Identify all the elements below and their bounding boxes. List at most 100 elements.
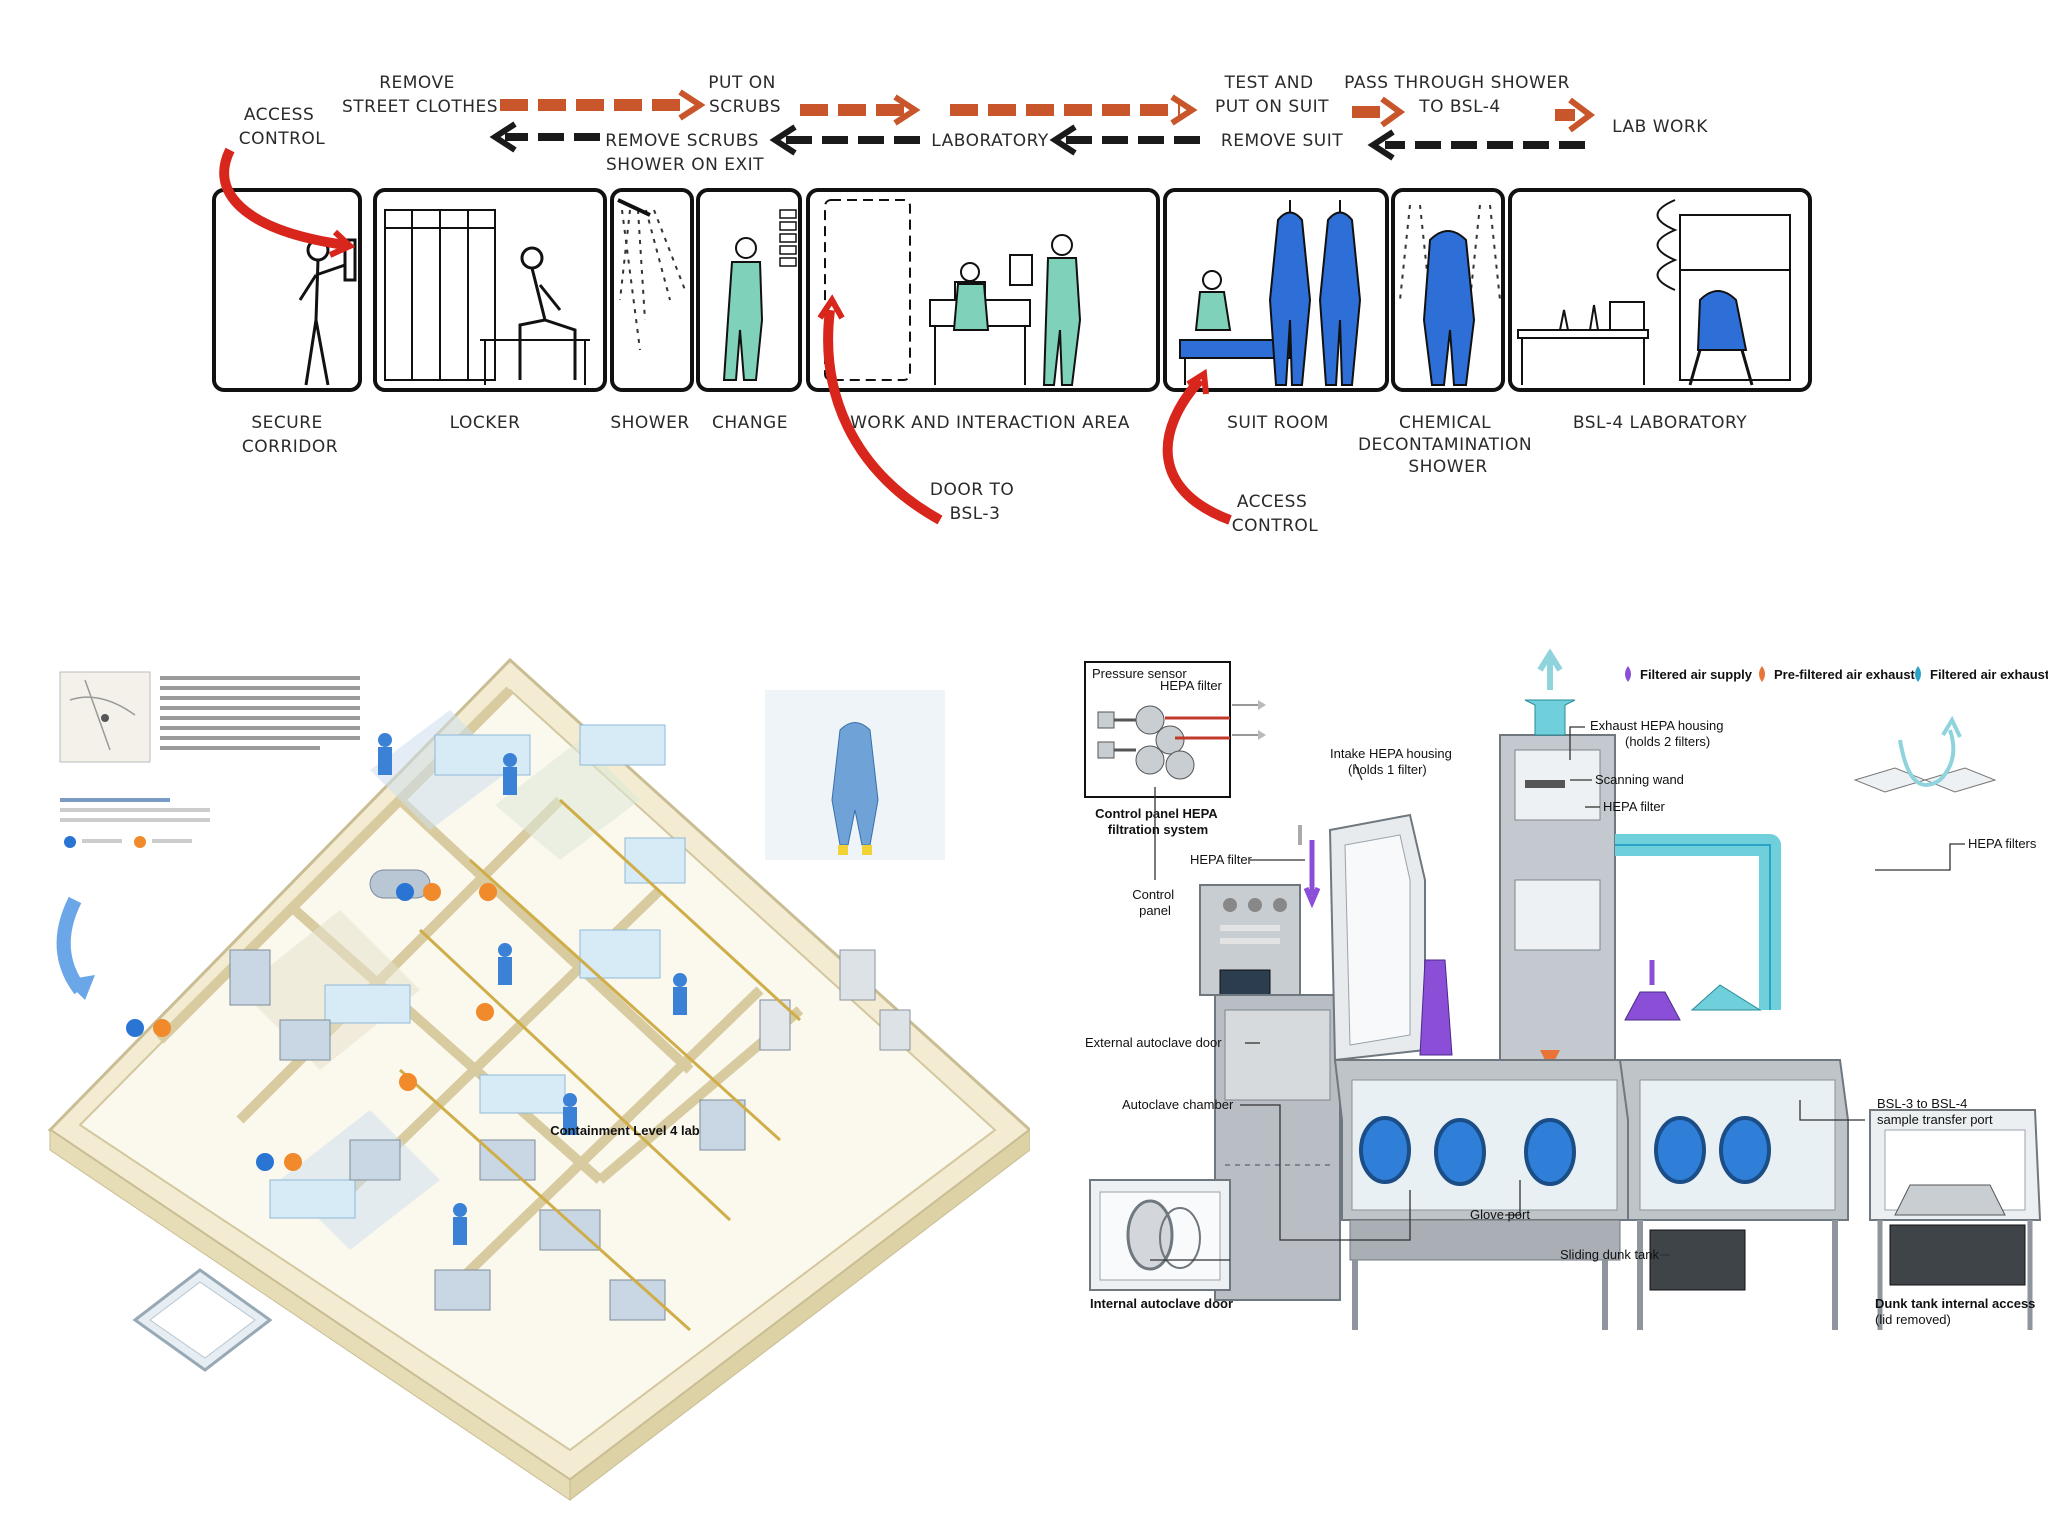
level4-lab-isometric-plan: Containment Level 4 lab — [40, 620, 1033, 1520]
figure-suit-tech — [1179, 270, 1291, 385]
label-remove-scrubs: REMOVE SCRUBS SHOWER ON EXIT — [605, 131, 765, 175]
red-arrow-access-bottom — [1162, 376, 1232, 525]
lab-bench — [1517, 301, 1649, 385]
room-frames — [212, 188, 1812, 392]
label-hepa-filters: HEPA filters — [1968, 836, 2037, 851]
showerhead-icon — [617, 198, 651, 217]
intake-hepa-housing — [1298, 813, 1453, 1062]
legend-orange-dot — [134, 836, 146, 848]
label-glove-port: Glove port — [1470, 1207, 1530, 1222]
locator-map — [59, 671, 151, 763]
shower-spray — [619, 209, 686, 351]
glove-ports-right — [1654, 1116, 1771, 1184]
label-test-put-on-suit: TEST AND PUT ON SUIT — [1215, 73, 1329, 117]
storyboard-sketch: REMOVE STREET CLOTHES PUT ON SCRUBS TEST… — [212, 73, 1812, 536]
plan-title: Containment Level 4 lab — [550, 1123, 700, 1138]
transfer-port-inset — [1869, 1109, 2042, 1330]
glovebox-left — [1333, 1059, 1631, 1330]
room-label-locker: LOCKER — [450, 413, 521, 433]
legend-label-filtered-exhaust: Filtered air exhaust — [1930, 667, 2048, 682]
label-laboratory: LABORATORY — [931, 131, 1049, 151]
room-label-suit-room: SUIT ROOM — [1227, 413, 1329, 433]
label-pass-through-shower: PASS THROUGH SHOWER TO BSL-4 — [1344, 73, 1576, 117]
scanning-wand — [1525, 780, 1565, 788]
bsl4-entry-storyboard: REMOVE STREET CLOTHES PUT ON SCRUBS TEST… — [0, 0, 2048, 570]
figure-scrubs-seated — [952, 262, 990, 331]
label-access-control-bottom: ACCESS CONTROL — [1232, 492, 1319, 536]
hanging-blue-suits — [1268, 200, 1362, 386]
suit-inset — [765, 690, 945, 860]
orange-arrow-5 — [1555, 97, 1595, 133]
room-secure-corridor — [212, 188, 362, 392]
glovebox-right — [1618, 1059, 1849, 1330]
filtered-exhaust-icon — [1915, 666, 1921, 682]
flow-arrows-bottom — [489, 121, 1585, 161]
room-locker — [373, 188, 607, 392]
room-label-work-area: WORK AND INTERACTION AREA — [850, 413, 1130, 433]
biosafety-cabinet — [1656, 199, 1791, 381]
filtered-exhaust-pipe — [1615, 834, 1781, 1021]
figure-scrubs-change — [722, 209, 797, 381]
label-hepa-filter-right: HEPA filter — [1603, 799, 1666, 814]
orange-arrow-4 — [1352, 96, 1406, 128]
room-label-decon-shower: CHEMICAL DECONTAMINATION SHOWER — [1358, 413, 1538, 477]
legend-label-prefiltered: Pre-filtered air exhaust — [1774, 667, 1916, 682]
label-internal-autoclave-door: Internal autoclave door — [1090, 1296, 1233, 1311]
room-label-bsl4-lab: BSL-4 LABORATORY — [1573, 413, 1747, 433]
glovebox-line-diagram: Filtered air supply Pre-filtered air exh… — [1080, 640, 2048, 1340]
orange-arrow-2 — [800, 94, 921, 126]
building-slab — [47, 657, 1033, 1502]
orange-arrow-3 — [950, 94, 1198, 126]
label-remove-suit: REMOVE SUIT — [1221, 131, 1343, 151]
clothing-dots — [126, 883, 497, 1171]
label-dunk-tank-access: Dunk tank internal access — [1875, 1296, 2035, 1311]
inset-label-hepa-filter: HEPA filter — [1160, 678, 1223, 693]
red-arrow-door-bsl3 — [823, 309, 943, 525]
pre-filtered-exhaust-icon — [1759, 666, 1765, 682]
label-lab-work: LAB WORK — [1612, 117, 1708, 137]
glove-ports-left — [1359, 1116, 1576, 1186]
room-label-shower: SHOWER — [610, 413, 689, 433]
label-intake-hepa: Intake HEPA housing (holds 1 filter) — [1330, 746, 1456, 777]
door-bsl3-outline — [824, 199, 911, 381]
black-arrow-2 — [769, 124, 920, 156]
legend-blue-dot — [64, 836, 76, 848]
flow-arrows-top — [500, 89, 1595, 133]
label-remove-street-clothes: REMOVE STREET CLOTHES — [342, 73, 498, 117]
info-text-block — [160, 676, 360, 750]
suit-air-piping — [398, 798, 802, 1332]
equipment-blocks — [229, 869, 791, 1321]
label-door-to-bsl3: DOOR TO BSL-3 — [930, 480, 1020, 524]
black-arrow-1 — [489, 121, 600, 153]
room-label-secure-corridor: SECURE CORRIDOR — [242, 413, 338, 457]
label-dunk-tank-lid: (lid removed) — [1875, 1312, 1951, 1327]
isometric-plan-illustration: Containment Level 4 lab — [47, 657, 1033, 1502]
figure-locker-person — [480, 246, 590, 385]
inset-caption: Control panel HEPA filtration system — [1095, 806, 1221, 837]
label-sliding-dunk-tank: Sliding dunk tank — [1560, 1247, 1660, 1262]
filtered-air-supply-icon — [1625, 666, 1631, 682]
label-external-autoclave-door: External autoclave door — [1085, 1035, 1222, 1050]
autoclave-tower — [1199, 884, 1341, 1301]
exhaust-ducts — [839, 949, 911, 1051]
suited-workers — [378, 733, 687, 1245]
black-arrow-3 — [1049, 124, 1200, 156]
figure-bsl4-worker — [1688, 290, 1754, 386]
label-autoclave-chamber: Autoclave chamber — [1122, 1097, 1234, 1112]
figure-decon-suit — [1422, 230, 1476, 386]
red-arrow-access-top — [219, 147, 346, 250]
legend-label-supply: Filtered air supply — [1640, 667, 1753, 682]
figure-scrubs-standing — [1009, 234, 1082, 386]
clothing-legend — [60, 798, 210, 848]
entry-curved-arrow — [56, 896, 86, 995]
roof-hepa-filters — [1853, 715, 1997, 793]
label-hepa-filter-left: HEPA filter — [1190, 852, 1253, 867]
orange-arrow-1 — [500, 89, 706, 121]
air-flow-legend: Filtered air supply Pre-filtered air exh… — [1625, 666, 2048, 682]
room-shower — [610, 188, 694, 392]
sliding-dunk-tank — [1649, 1229, 1746, 1291]
locker-cabinets — [384, 209, 496, 381]
exhaust-hepa-housing — [1499, 648, 1616, 1070]
room-label-change: CHANGE — [712, 413, 788, 433]
inset-label-pressure-sensor: Pressure sensor — [1092, 666, 1187, 681]
